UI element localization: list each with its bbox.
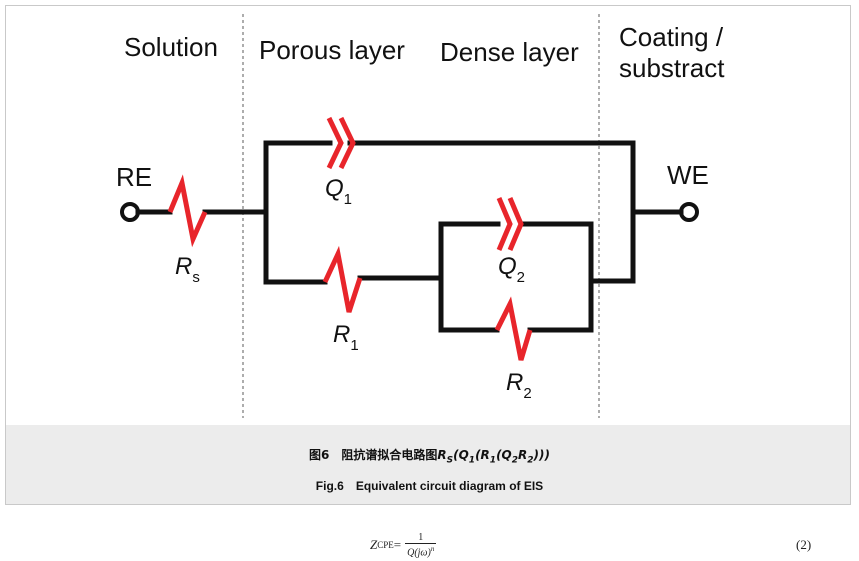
label-q2: Q2: [498, 253, 525, 286]
caption-chinese: 图6 阻抗谱拟合电路图RS(Q1(R1(Q2R2))): [0, 446, 859, 465]
equation-denominator: Q(jω)n: [407, 544, 435, 559]
region-label-dense: Dense layer: [440, 37, 579, 67]
label-rs: Rs: [175, 253, 200, 286]
caption-english: Fig.6 Equivalent circuit diagram of EIS: [0, 479, 859, 493]
resistor-rs-icon: [167, 174, 208, 248]
equation-fraction: 1 Q(jω)n: [405, 531, 437, 559]
equation-numerator: 1: [418, 531, 424, 543]
region-label-solution: Solution: [124, 32, 218, 62]
equation-lhs-sub: CPE: [377, 540, 394, 550]
label-r1: R1: [333, 321, 359, 354]
region-label-coating-2: substract: [619, 53, 725, 83]
cpe-q2-icon: [496, 197, 524, 251]
caption-band: [6, 425, 850, 504]
equation-number: (2): [796, 537, 812, 552]
caption-en-text: Equivalent circuit diagram of EIS: [355, 479, 544, 493]
resistor-r1-icon: [322, 245, 363, 313]
caption-en-label: Fig.6: [315, 479, 344, 493]
caption-cn-label: 图6: [309, 448, 330, 462]
terminal-label-re: RE: [116, 162, 152, 192]
region-label-porous: Porous layer: [259, 35, 405, 65]
figure-frame: [5, 5, 851, 505]
region-label-coating-1: Coating /: [619, 22, 724, 52]
cpe-q1-icon: [326, 116, 356, 170]
equation-equals: =: [393, 537, 402, 552]
terminal-label-we: WE: [667, 160, 709, 190]
circuit-diagram: Solution Porous layer Dense layer Coatin…: [116, 14, 725, 418]
equation-lhs: Z: [370, 537, 378, 552]
label-q1: Q1: [325, 175, 352, 208]
resistor-r2-icon: [494, 296, 533, 361]
caption-cn-formula: RS(Q1(R1(Q2R2))): [437, 448, 550, 466]
circuit-wires: [135, 140, 684, 333]
label-r2: R2: [506, 369, 532, 402]
caption-cn-text: 阻抗谱拟合电路图: [341, 448, 438, 462]
